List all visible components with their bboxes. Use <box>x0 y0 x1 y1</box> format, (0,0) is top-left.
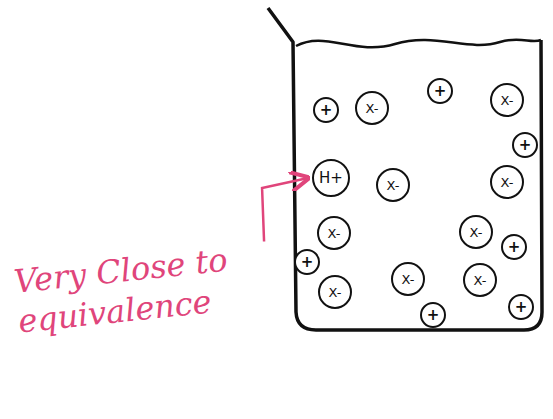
ion-label: + <box>519 138 532 153</box>
cation-circle: + <box>501 234 527 260</box>
water-surface <box>296 40 541 48</box>
handwritten-note: Very Close to equivalence <box>12 237 254 341</box>
cation-circle: + <box>294 249 320 275</box>
ion-label: + <box>320 103 333 118</box>
cation-circle: + <box>508 294 534 320</box>
ion-circle: X- <box>459 215 493 249</box>
ion-circle: X- <box>376 168 410 202</box>
ion-label: X- <box>474 274 487 287</box>
ion-label: X- <box>501 94 514 107</box>
cation-circle: + <box>427 78 453 104</box>
ion-label: X- <box>329 286 342 299</box>
ion-circle: X- <box>490 165 524 199</box>
ion-label: X- <box>470 226 483 239</box>
leader-arrow <box>262 178 308 241</box>
ion-circle: X- <box>490 83 524 117</box>
ion-label: + <box>427 308 440 323</box>
ion-circle: X- <box>317 216 351 250</box>
ion-circle: X- <box>391 262 425 296</box>
ion-circle: X- <box>318 275 352 309</box>
ion-circle: H+ <box>312 159 350 197</box>
ion-label: X- <box>501 176 514 189</box>
cation-circle: + <box>512 132 538 158</box>
beaker-outline <box>268 8 542 330</box>
ion-label: H+ <box>319 171 343 186</box>
ion-label: X- <box>387 179 400 192</box>
cation-circle: + <box>313 97 339 123</box>
ion-label: X- <box>366 102 379 115</box>
ion-label: + <box>434 84 447 99</box>
cation-circle: + <box>420 302 446 328</box>
ion-circle: X- <box>463 263 497 297</box>
ion-label: X- <box>402 273 415 286</box>
ion-label: X- <box>328 227 341 240</box>
ion-circle: X- <box>355 91 389 125</box>
ion-label: + <box>301 255 314 270</box>
ion-label: + <box>515 300 528 315</box>
ion-label: + <box>508 240 521 255</box>
